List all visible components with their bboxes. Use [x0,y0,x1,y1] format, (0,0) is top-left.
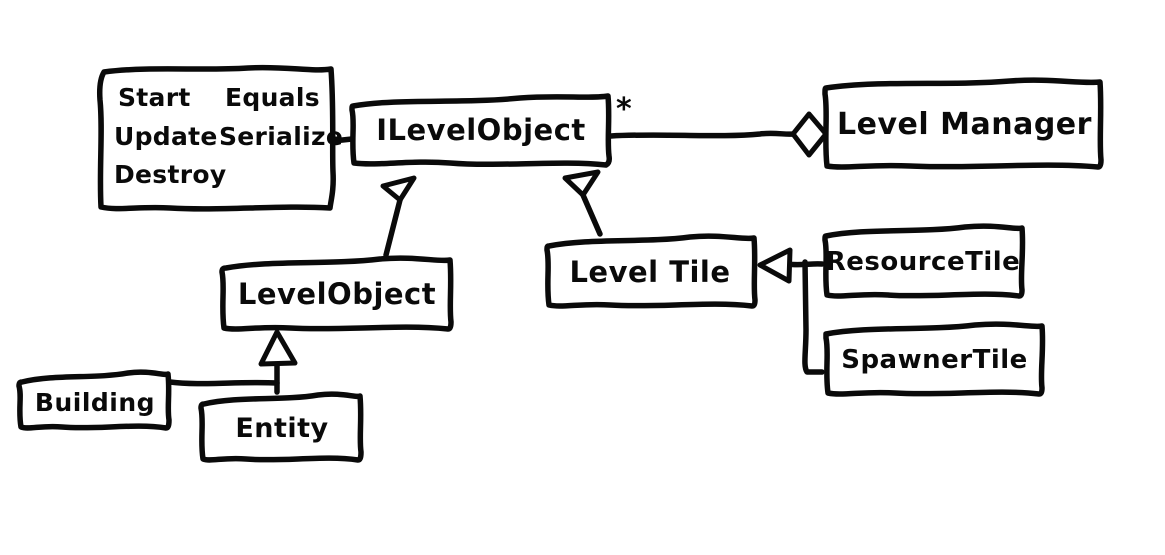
node-building[interactable] [18,372,170,430]
method-update: Update [114,122,218,151]
ilevelobject-box-outline [349,93,612,168]
tile-generalization-arrowhead [757,247,793,284]
resourcetile-box-outline [822,223,1026,299]
resourcetile-generalization-line [785,261,825,268]
levelobject-generalization-arrowhead [380,175,417,203]
aggregation-line [608,130,796,139]
spawnertile-box-outline [823,321,1046,397]
method-serialize: Serialize [219,122,344,151]
entity-generalization-arrowhead [258,329,298,367]
node-methods-box[interactable] [100,66,333,210]
methods-box-outline [97,64,336,212]
node-leveltile[interactable] [545,236,757,307]
entity-box-outline [198,391,364,463]
node-resourcetile[interactable] [822,226,1024,297]
method-equals: Equals [225,83,320,112]
node-levelmanager[interactable] [823,80,1103,168]
node-ilevelobject[interactable] [350,95,612,165]
levelobject-generalization-line [383,197,403,258]
leveltile-generalization-arrowhead [562,169,601,198]
method-start: Start [118,83,191,112]
tile-generalization-trunk [802,259,825,375]
node-levelobject[interactable] [222,258,452,330]
aggregation-diamond [790,111,829,158]
node-entity[interactable] [200,394,362,462]
node-spawnertile[interactable] [822,324,1044,396]
levelobject-box-outline [219,255,454,332]
note-link-line [330,136,355,144]
method-destroy: Destroy [114,160,227,189]
building-generalization-line [167,379,280,387]
leveltile-box-outline [544,233,758,309]
building-box-outline [16,369,172,431]
multiplicity-star: * [616,92,632,127]
leveltile-generalization-line [580,192,603,237]
